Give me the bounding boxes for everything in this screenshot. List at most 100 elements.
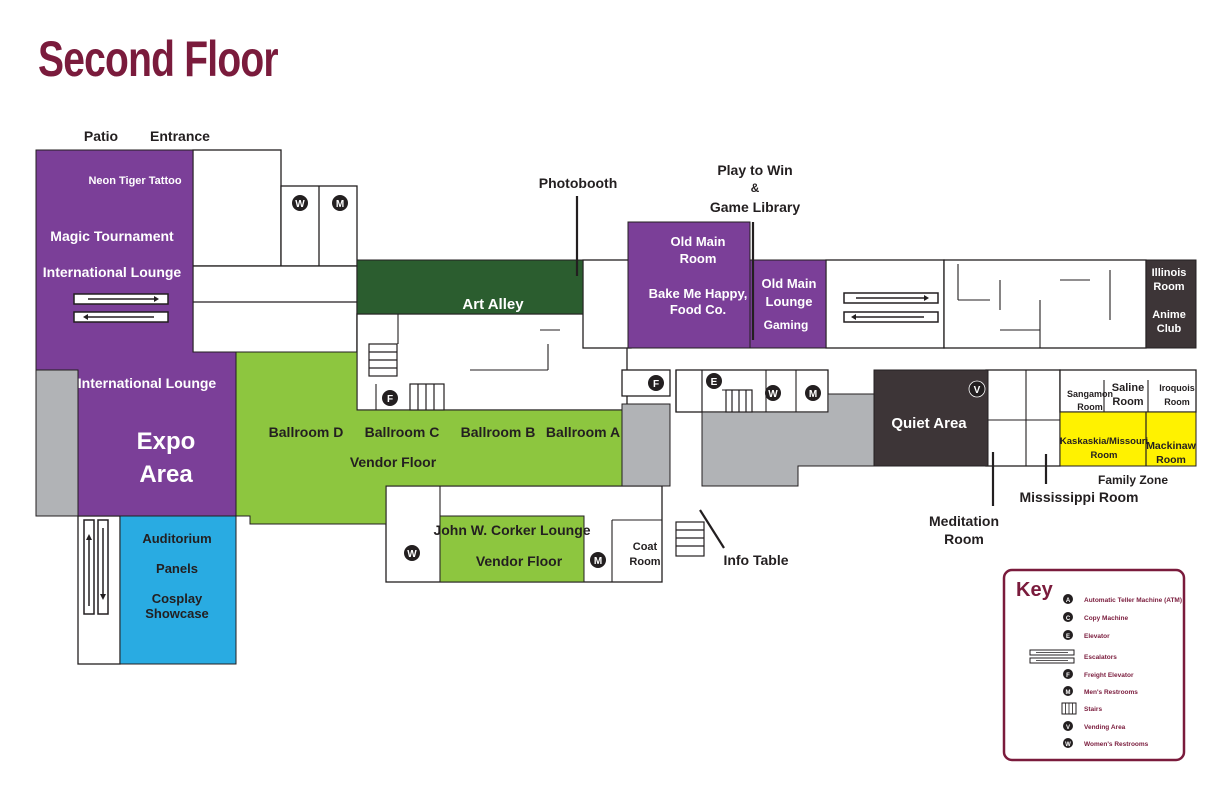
- key-item-copy: Copy Machine: [1084, 615, 1128, 622]
- escalator-icon: [1029, 649, 1075, 664]
- key-title: Key: [1016, 579, 1054, 601]
- svg-text:M: M: [809, 389, 817, 400]
- game-library-label: Game Library: [710, 199, 800, 215]
- iroquois-room-label: Iroquois: [1159, 383, 1195, 393]
- key-item-elevator: Elevator: [1084, 633, 1110, 640]
- international-lounge-label-2: International Lounge: [78, 375, 217, 391]
- vending-area-icon: V: [1063, 721, 1073, 731]
- magic-tournament-label: Magic Tournament: [50, 228, 174, 244]
- svg-text:M: M: [336, 199, 344, 210]
- illinois-room-label-2: Room: [1153, 281, 1184, 293]
- key-item-mens: Men's Restrooms: [1084, 689, 1138, 696]
- key-item-escalators: Escalators: [1084, 654, 1117, 661]
- escalator-icon: [843, 292, 939, 323]
- mens-restroom-icon: M: [590, 552, 606, 568]
- quiet-area-label: Quiet Area: [891, 415, 967, 432]
- showcase-label: Showcase: [145, 606, 209, 621]
- svg-text:W: W: [295, 199, 305, 210]
- family-zone-label: Family Zone: [1098, 473, 1168, 487]
- panels-label: Panels: [156, 561, 198, 576]
- international-lounge-label: International Lounge: [43, 264, 182, 280]
- svg-text:V: V: [974, 385, 981, 396]
- saline-room-label: Saline: [1112, 382, 1144, 394]
- svg-text:F: F: [387, 394, 393, 405]
- corker-vendor-floor-label: Vendor Floor: [476, 553, 563, 569]
- svg-text:E: E: [1066, 634, 1070, 640]
- freight-elevator-icon: F: [648, 375, 664, 391]
- vendor-floor-label: Vendor Floor: [350, 454, 437, 470]
- elevator-icon: E: [1063, 630, 1073, 640]
- sangamon-room-label: Sangamon: [1067, 389, 1113, 399]
- ballroom-area: [235, 351, 623, 525]
- page-title: Second Floor: [38, 31, 279, 87]
- key-item-vending: Vending Area: [1084, 724, 1126, 731]
- ampersand-label: &: [751, 181, 760, 195]
- stairs-icon: [1061, 702, 1077, 715]
- old-main-lounge-area: [749, 259, 827, 349]
- meditation-room-label-2: Room: [944, 531, 984, 547]
- key-item-atm: Automatic Teller Machine (ATM): [1084, 597, 1182, 604]
- key-item-womens: Women's Restrooms: [1084, 741, 1149, 748]
- old-main-lounge-label: Old Main: [762, 276, 817, 291]
- ballroom-a-label: Ballroom A: [546, 424, 620, 440]
- ballroom-b-label: Ballroom B: [461, 424, 536, 440]
- food-co-label: Food Co.: [670, 302, 726, 317]
- mens-restroom-icon: M: [332, 195, 348, 211]
- mackinaw-room-label-2: Room: [1156, 454, 1186, 466]
- stairs-icon: [409, 383, 445, 411]
- womens-restroom-icon: W: [404, 545, 420, 561]
- svg-text:M: M: [594, 556, 602, 567]
- stairs-icon: [368, 343, 398, 377]
- illinois-room-area: [1145, 259, 1197, 349]
- building-outline: [77, 149, 1197, 665]
- coat-room-label: Coat: [633, 541, 658, 553]
- play-to-win-label: Play to Win: [717, 162, 792, 178]
- pointer-lines: [575, 196, 1048, 549]
- freight-elevator-icon: F: [1063, 669, 1073, 679]
- womens-restroom-icon: W: [292, 195, 308, 211]
- anime-club-label: Anime: [1152, 309, 1186, 321]
- kaskaskia-room-label: Kaskaskia/Missouri: [1060, 436, 1148, 447]
- meditation-room-label: Meditation: [929, 513, 999, 529]
- old-main-room-label: Old Main: [671, 234, 726, 249]
- mississippi-room-label: Mississippi Room: [1019, 489, 1138, 505]
- svg-text:W: W: [768, 389, 778, 400]
- old-main-room-label-2: Room: [680, 251, 717, 266]
- anime-club-label-2: Club: [1157, 323, 1182, 335]
- patio-label: Patio: [84, 128, 118, 144]
- key-item-stairs: Stairs: [1084, 706, 1102, 713]
- auditorium-area: [119, 515, 237, 665]
- svg-text:F: F: [1066, 673, 1070, 679]
- quiet-area: [873, 369, 989, 467]
- stairs-icon: [675, 521, 705, 557]
- sangamon-room-label-2: Room: [1077, 402, 1103, 412]
- freight-elevator-icon: F: [382, 390, 398, 406]
- escalator-icon: [73, 293, 169, 323]
- map-key: Key A Automatic Teller Machine (ATM) C C…: [1002, 568, 1186, 762]
- expo-label: Expo: [137, 428, 196, 455]
- svg-text:W: W: [1065, 742, 1071, 748]
- svg-text:C: C: [1066, 616, 1071, 622]
- cosplay-label: Cosplay: [152, 591, 203, 606]
- info-table-label: Info Table: [723, 552, 788, 568]
- old-main-room-area: [627, 221, 751, 349]
- svg-text:V: V: [1066, 725, 1070, 731]
- key-item-freight: Freight Elevator: [1084, 672, 1134, 679]
- corker-lounge-label: John W. Corker Lounge: [433, 522, 590, 538]
- mens-restroom-icon: M: [805, 385, 821, 401]
- atm-icon: A: [1063, 594, 1073, 604]
- illinois-room-label: Illinois: [1152, 267, 1187, 279]
- mackinaw-room-label: Mackinaw: [1146, 440, 1196, 452]
- auditorium-label: Auditorium: [142, 531, 211, 546]
- svg-text:W: W: [407, 549, 417, 560]
- womens-restroom-icon: W: [765, 385, 781, 401]
- coat-room-label-2: Room: [629, 556, 660, 568]
- gaming-label: Gaming: [764, 318, 809, 332]
- old-main-lounge-label-2: Lounge: [766, 294, 813, 309]
- copy-machine-icon: C: [1063, 612, 1073, 622]
- ballroom-d-label: Ballroom D: [269, 424, 344, 440]
- art-alley-label: Art Alley: [462, 296, 524, 313]
- svg-text:A: A: [1066, 598, 1071, 604]
- neon-tiger-label: Neon Tiger Tattoo: [88, 175, 181, 187]
